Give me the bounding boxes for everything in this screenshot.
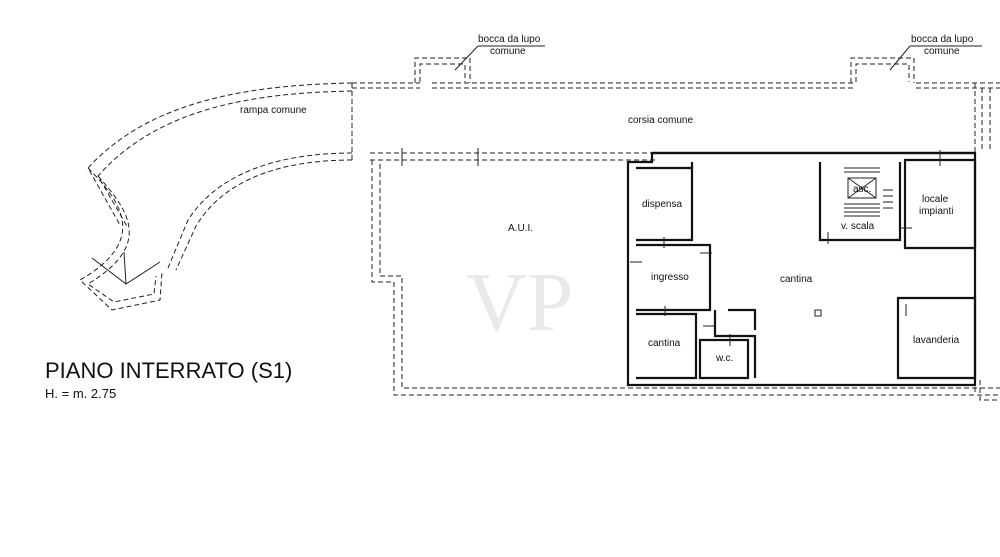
plan-height-note: H. = m. 2.75 xyxy=(45,386,116,401)
stair-lift xyxy=(844,167,893,217)
ramp xyxy=(79,82,353,311)
light-well-left xyxy=(414,45,545,83)
corridor xyxy=(352,82,1000,161)
unit-walls xyxy=(401,148,977,387)
label-v-scala: v. scala xyxy=(841,221,875,232)
label-aui: A.U.I. xyxy=(508,223,533,234)
label-dispensa: dispensa xyxy=(642,199,682,210)
label-cantina-main: cantina xyxy=(780,274,813,285)
label-comune-right: comune xyxy=(924,46,960,57)
label-comune-left: comune xyxy=(490,46,526,57)
label-cantina-small: cantina xyxy=(648,338,681,349)
label-ingresso: ingresso xyxy=(651,272,689,283)
label-corsia: corsia comune xyxy=(628,115,693,126)
light-well-right xyxy=(850,45,982,83)
label-wc: w.c. xyxy=(715,353,733,364)
label-lavanderia: lavanderia xyxy=(913,335,960,346)
label-rampa: rampa comune xyxy=(240,105,307,116)
label-locale: locale xyxy=(922,194,949,205)
label-bocca-right: bocca da lupo xyxy=(911,34,974,45)
plan-title: PIANO INTERRATO (S1) xyxy=(45,358,292,383)
label-asc: asc. xyxy=(853,184,871,195)
watermark: VP xyxy=(466,256,573,349)
label-bocca-left: bocca da lupo xyxy=(478,34,541,45)
label-impianti: impianti xyxy=(919,206,953,217)
